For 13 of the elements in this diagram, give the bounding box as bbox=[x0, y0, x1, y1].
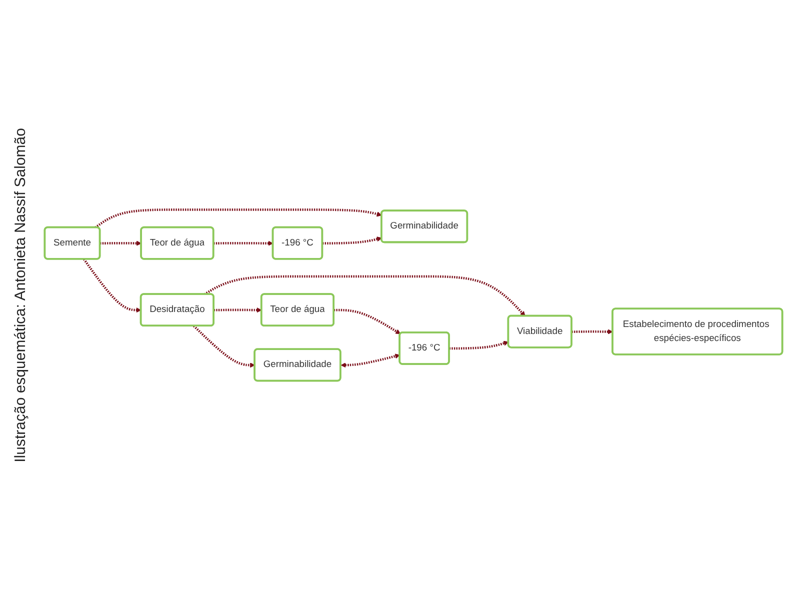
arrow bbox=[572, 328, 613, 334]
arrow bbox=[193, 324, 256, 368]
arrow bbox=[322, 236, 382, 244]
arrow bbox=[340, 353, 400, 368]
arrow bbox=[94, 208, 382, 228]
arrow bbox=[100, 240, 142, 246]
arrow bbox=[82, 258, 142, 312]
arrow bbox=[214, 240, 274, 246]
arrow bbox=[334, 308, 401, 334]
arrow bbox=[204, 275, 526, 316]
arrow bbox=[214, 307, 262, 312]
arrow bbox=[449, 340, 509, 350]
credit-note: Ilustração esquemática: Antonieta Nassif Salomão bbox=[12, 128, 28, 462]
